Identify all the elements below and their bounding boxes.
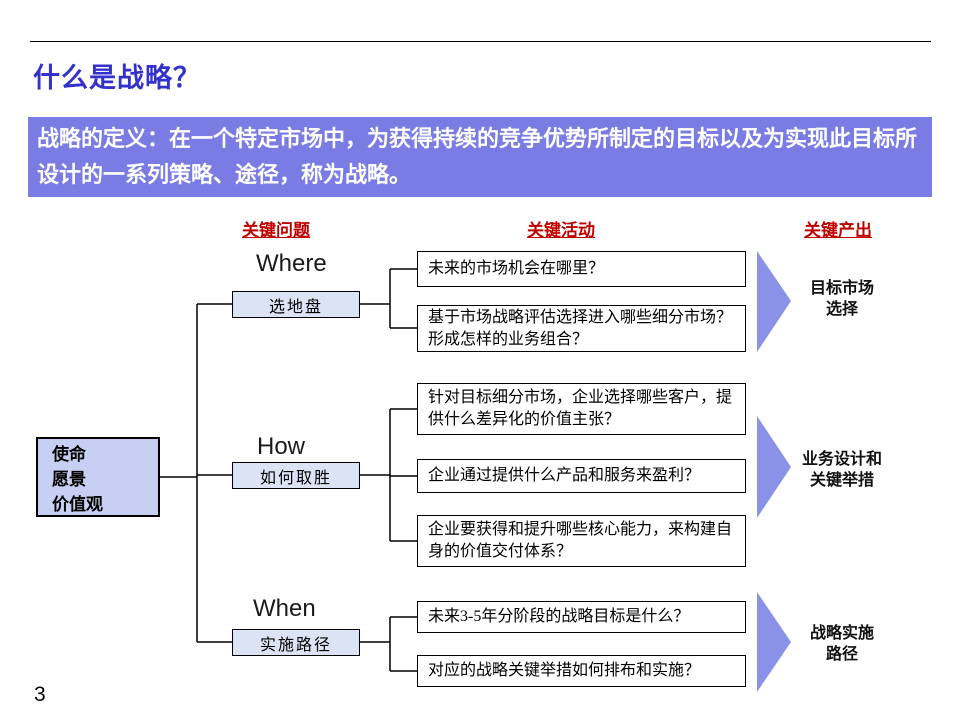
question-box-where-1: 未来的市场机会在哪里？ (417, 251, 746, 287)
output-line: 路径 (825, 646, 858, 663)
column-header-key-outputs: 关键产出 (804, 221, 872, 240)
column-header-key-activities: 关键活动 (527, 221, 595, 240)
output-line: 业务设计和 (801, 451, 882, 468)
definition-banner: 战略的定义：在一个特定市场中，为获得持续的竞争优势所制定的目标以及为实现此目标所… (28, 117, 932, 197)
output-label-strategy-implementation: 战略实施 路径 (786, 623, 898, 665)
connector-lines (160, 268, 417, 672)
question-box-how-1: 针对目标细分市场，企业选择哪些客户，提供什么差异化的价值主张？ (417, 383, 746, 435)
question-box-how-2: 企业通过提供什么产品和服务来盈利？ (417, 459, 746, 493)
branch-label-how: How (257, 433, 306, 460)
mission-vision-values-box: 使命 愿景 价值观 (36, 437, 160, 517)
output-line: 战略实施 (809, 625, 874, 642)
branch-label-where: Where (256, 250, 327, 277)
output-label-business-design: 业务设计和 关键举措 (786, 449, 898, 491)
question-box-when-1: 未来3-5年分阶段的战略目标是什么？ (417, 601, 746, 633)
page-number: 3 (34, 683, 46, 706)
branch-box-implementation-path: 实施路径 (232, 629, 360, 656)
question-box-when-2: 对应的战略关键举措如何排布和实施？ (417, 655, 746, 687)
arrow-implementation-icon (757, 592, 791, 692)
values-line: 价值观 (52, 495, 103, 514)
branch-box-how-to-win: 如何取胜 (232, 462, 360, 489)
page-title: 什么是战略？ (33, 63, 201, 93)
output-line: 目标市场 (809, 280, 874, 297)
arrow-business-design-icon (757, 416, 791, 518)
vision-line: 愿景 (52, 470, 86, 489)
output-label-target-market: 目标市场 选择 (786, 278, 898, 320)
top-divider-line (30, 41, 931, 42)
question-box-where-2: 基于市场战略评估选择进入哪些细分市场？形成怎样的业务组合？ (417, 305, 746, 352)
output-arrows (757, 251, 791, 692)
column-header-key-questions: 关键问题 (242, 221, 310, 240)
branch-label-when: When (253, 595, 316, 622)
question-box-how-3: 企业要获得和提升哪些核心能力，来构建自身的价值交付体系？ (417, 515, 746, 567)
mission-line: 使命 (52, 445, 86, 464)
branch-box-choose-territory: 选地盘 (232, 291, 360, 318)
output-line: 关键举措 (809, 472, 874, 489)
output-line: 选择 (825, 301, 858, 318)
arrow-target-market-icon (757, 251, 791, 352)
